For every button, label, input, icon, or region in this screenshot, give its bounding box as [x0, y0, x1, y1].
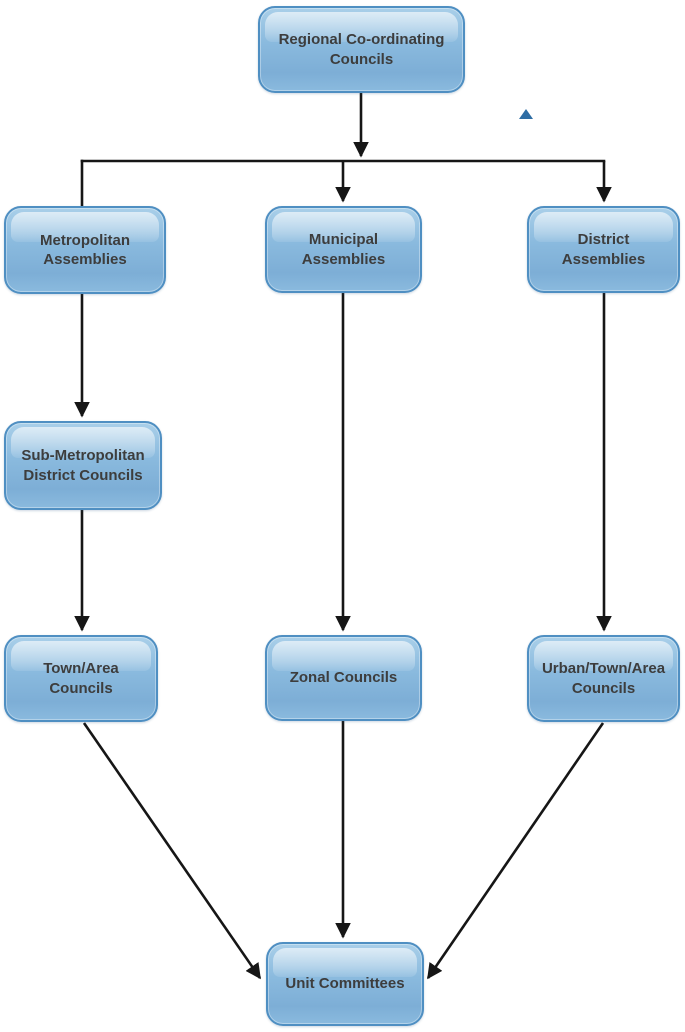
up-triangle-icon: [519, 109, 533, 119]
node-label: Urban/Town/Area Councils: [541, 660, 666, 697]
node-label: Zonal Councils: [289, 669, 398, 687]
node-zonal-councils: Zonal Councils: [265, 635, 422, 721]
node-urban-town-area-councils: Urban/Town/Area Councils: [527, 635, 680, 722]
node-sub-metropolitan-district-councils: Sub-Metropolitan District Councils: [4, 421, 162, 510]
node-unit-committees: Unit Committees: [266, 942, 424, 1026]
node-regional-coordinating-councils: Regional Co-ordinating Councils: [258, 6, 465, 93]
node-label: Metropolitan Assemblies: [40, 231, 130, 269]
node-label: Town/Area Councils: [43, 660, 119, 697]
node-metropolitan-assemblies: Metropolitan Assemblies: [4, 206, 166, 294]
node-town-area-councils: Town/Area Councils: [4, 635, 158, 722]
node-municipal-assemblies: Municipal Assemblies: [265, 206, 422, 293]
node-label: District Assemblies: [561, 231, 646, 268]
node-label: Regional Co-ordinating Councils: [278, 31, 445, 68]
node-district-assemblies: District Assemblies: [527, 206, 680, 293]
node-label: Municipal Assemblies: [301, 231, 386, 268]
node-label: Unit Committees: [285, 975, 405, 993]
node-label: Sub-Metropolitan District Councils: [21, 447, 145, 484]
